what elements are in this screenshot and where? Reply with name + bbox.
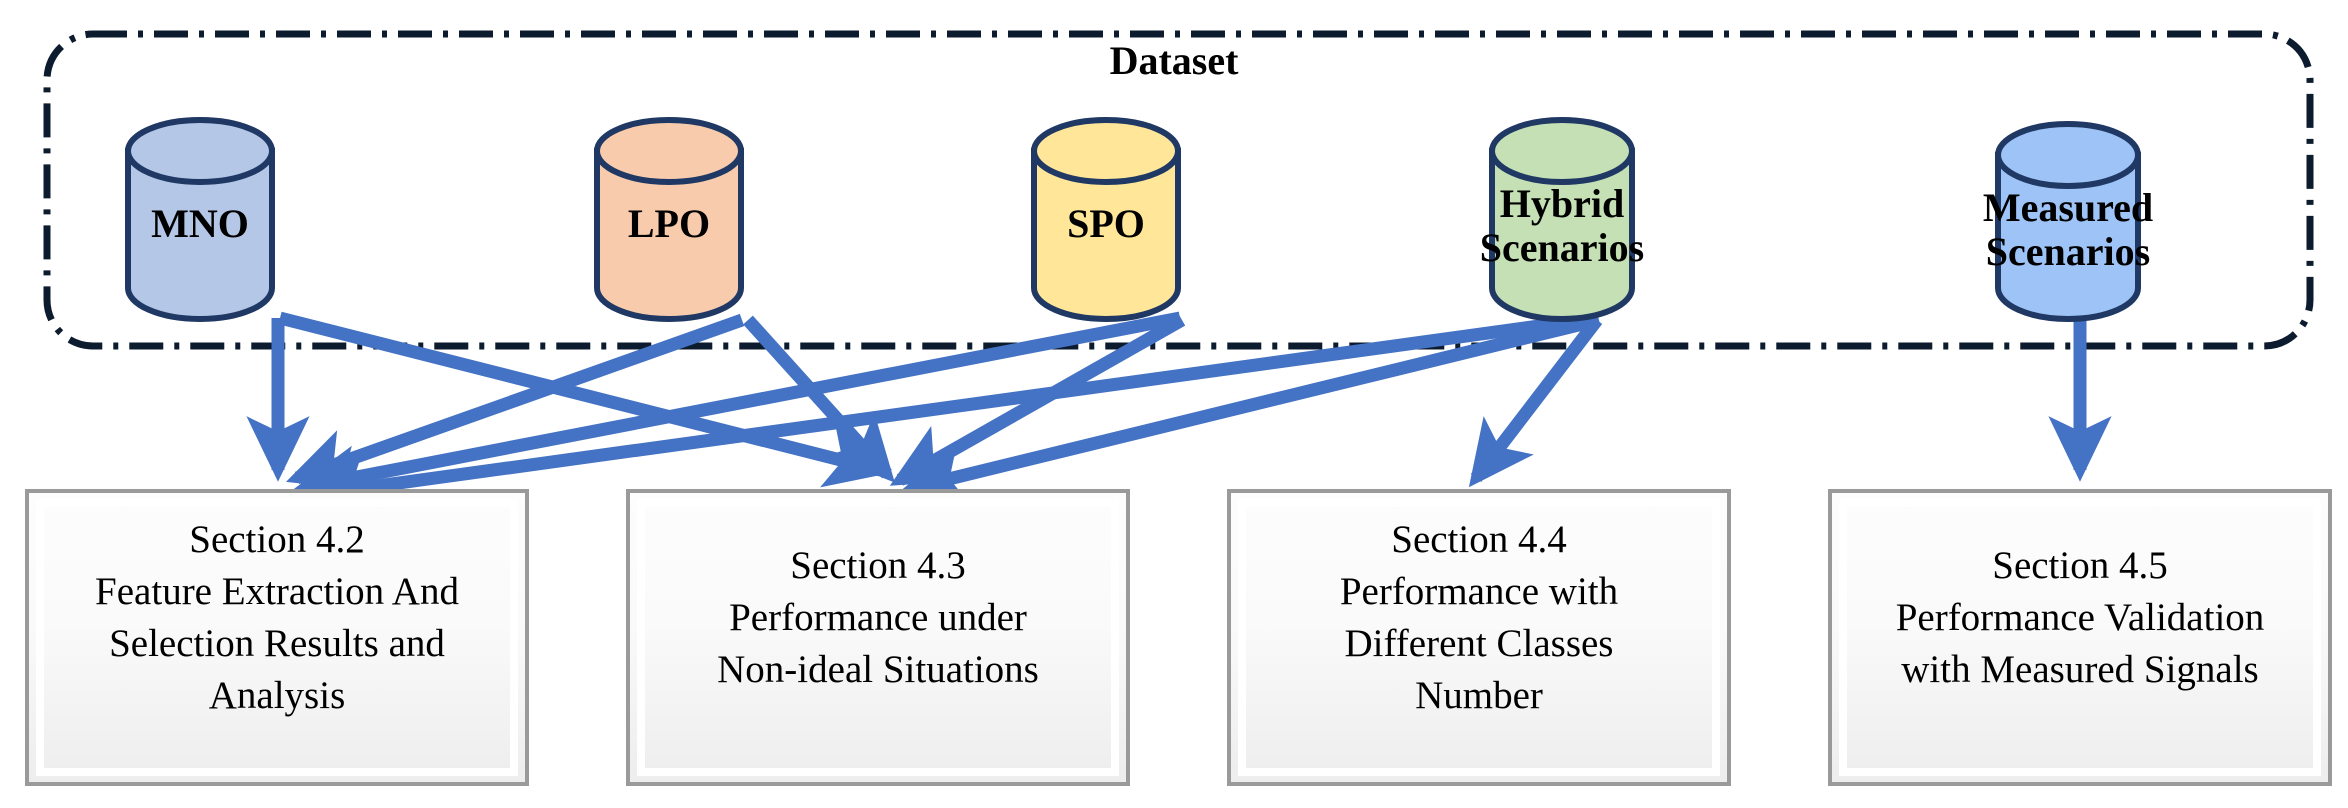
section-box-4-5[interactable]: Section 4.5 Performance Validation with … xyxy=(1828,489,2332,786)
section-box-4-4-frame xyxy=(1227,489,1731,786)
cylinder-measured-top xyxy=(1995,121,2141,189)
cylinder-lpo-label: LPO xyxy=(628,201,710,246)
cylinder-lpo-body xyxy=(594,148,744,322)
arrow-hybrid-to-section-4-4 xyxy=(1468,316,1603,488)
dataset-title: Dataset xyxy=(1110,38,1240,83)
section-box-4-2[interactable]: Section 4.2 Feature Extraction And Selec… xyxy=(25,489,529,786)
section-box-4-4-line-3: Different Classes xyxy=(1345,622,1614,665)
cylinder-spo-top xyxy=(1031,117,1181,185)
cylinder-hybrid-body xyxy=(1489,148,1635,322)
section-box-4-3-line-1: Section 4.3 xyxy=(790,544,965,587)
arrow-mno-to-section-4-3 xyxy=(278,311,892,488)
section-box-4-4[interactable]: Section 4.4 Performance with Different C… xyxy=(1227,489,1731,786)
cylinder-measured-body xyxy=(1995,152,2141,322)
cylinder-hybrid-label-line-2: Scenarios xyxy=(1480,225,1644,270)
section-box-4-5-line-3: with Measured Signals xyxy=(1901,648,2258,691)
section-box-4-3-line-3: Non-ideal Situations xyxy=(717,648,1039,691)
cylinder-hybrid-label-line-1: Hybrid xyxy=(1500,181,1624,226)
cylinder-measured[interactable]: Measured Scenarios xyxy=(1983,121,2153,322)
section-box-4-4-inner-bevel xyxy=(1238,499,1720,776)
arrow-spo-to-section-4-2 xyxy=(293,311,1182,508)
arrow-layer xyxy=(246,311,2112,519)
section-box-4-5-line-2: Performance Validation xyxy=(1896,596,2265,639)
section-box-4-5-frame xyxy=(1828,489,2332,786)
cylinder-lpo-top xyxy=(594,117,744,185)
arrow-hybrid-to-section-4-3 xyxy=(900,313,1601,506)
section-box-4-4-line-4: Number xyxy=(1415,674,1543,717)
section-box-4-5-line-1: Section 4.5 xyxy=(1992,544,2167,587)
cylinder-mno[interactable]: MNO xyxy=(125,117,275,322)
section-box-4-5-inner-bevel xyxy=(1839,499,2321,776)
arrow-lpo-to-section-4-2 xyxy=(285,313,745,490)
cylinder-hybrid[interactable]: Hybrid Scenarios xyxy=(1480,117,1644,322)
section-box-4-2-line-1: Section 4.2 xyxy=(189,518,364,561)
section-box-4-2-line-2: Feature Extraction And xyxy=(95,570,459,613)
cylinder-spo-body xyxy=(1031,148,1181,322)
cylinder-spo[interactable]: SPO xyxy=(1031,117,1181,322)
cylinder-mno-top xyxy=(125,117,275,185)
cylinder-measured-label-line-1: Measured xyxy=(1983,185,2153,230)
section-box-4-2-line-3: Selection Results and xyxy=(109,622,445,665)
cylinder-mno-label: MNO xyxy=(151,201,249,246)
section-box-4-3-inner-bevel xyxy=(637,499,1119,776)
section-box-4-2-line-4: Analysis xyxy=(209,674,346,717)
dataset-dashdot-border xyxy=(43,30,2314,350)
dataset-group-frame xyxy=(43,30,2314,350)
cylinder-measured-label-line-2: Scenarios xyxy=(1986,229,2150,274)
section-box-4-3-frame xyxy=(626,489,1130,786)
cylinder-hybrid-top xyxy=(1489,117,1635,185)
cylinder-mno-body xyxy=(125,148,275,322)
section-box-4-3[interactable]: Section 4.3 Performance under Non-ideal … xyxy=(626,489,1130,786)
section-box-4-2-frame xyxy=(25,489,529,786)
cylinder-lpo[interactable]: LPO xyxy=(594,117,744,322)
section-box-4-4-line-2: Performance with xyxy=(1340,570,1618,613)
arrow-lpo-to-section-4-3 xyxy=(743,315,895,483)
section-box-4-2-inner-bevel xyxy=(36,499,518,776)
section-box-4-3-line-2: Performance under xyxy=(729,596,1027,639)
section-box-4-4-line-1: Section 4.4 xyxy=(1391,518,1566,561)
arrow-hybrid-to-section-4-2 xyxy=(300,311,1598,519)
cylinder-spo-label: SPO xyxy=(1067,201,1145,246)
